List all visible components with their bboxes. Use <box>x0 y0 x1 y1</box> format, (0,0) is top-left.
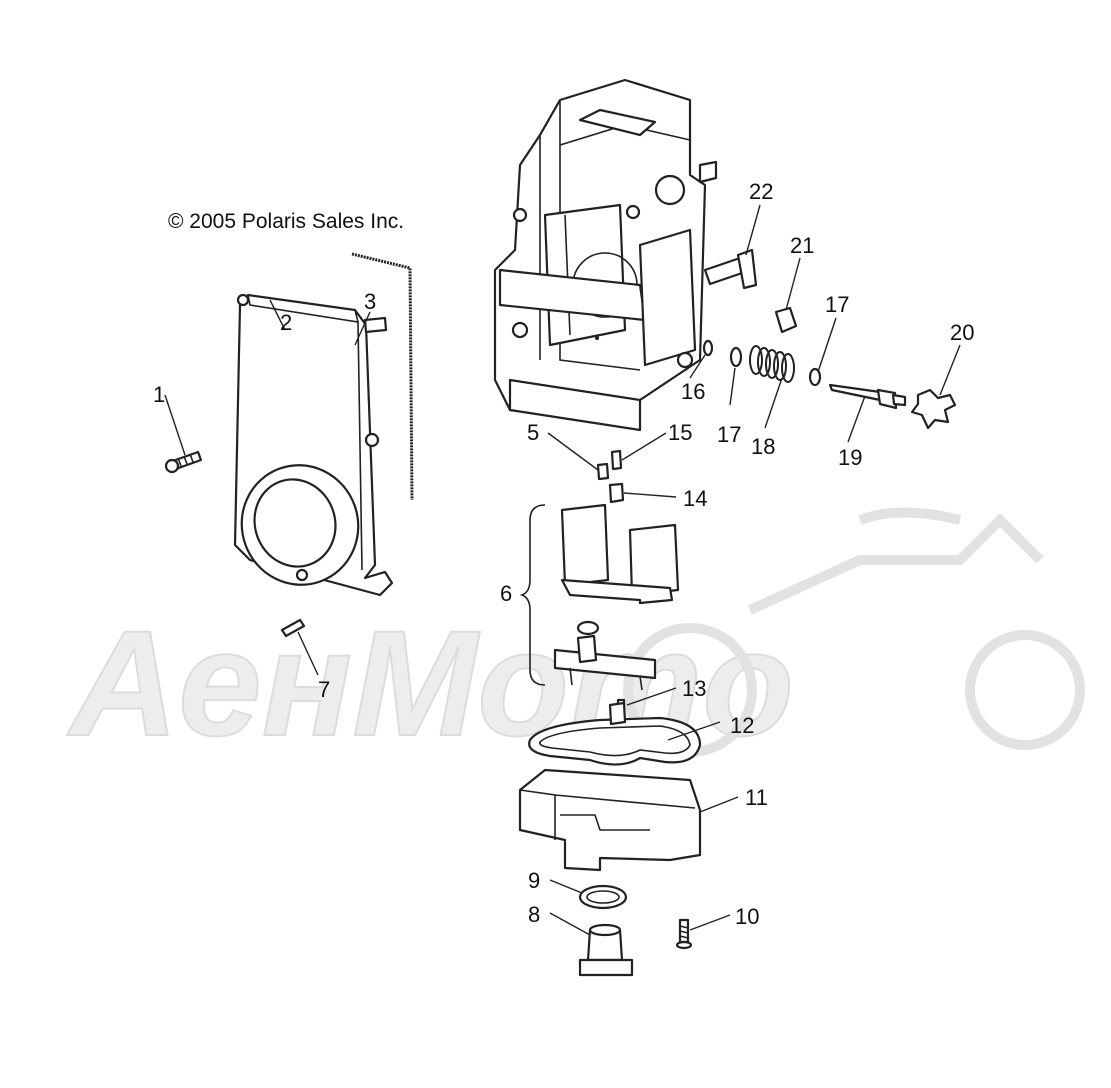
part-7-pin <box>280 618 306 638</box>
part-1-screw <box>164 450 203 474</box>
callout-12: 12 <box>730 713 754 738</box>
callout-17-upper: 17 <box>825 292 849 317</box>
callout-8: 8 <box>528 902 540 927</box>
callout-13: 13 <box>682 676 706 701</box>
watermark: AeнMomo <box>65 507 1085 768</box>
callout-18: 18 <box>751 434 775 459</box>
callout-6: 6 <box>500 581 512 606</box>
copyright-text: © 2005 Polaris Sales Inc. <box>168 210 404 233</box>
callout-14: 14 <box>683 486 707 511</box>
part-5-jet <box>596 462 610 481</box>
part-17-washer-a <box>729 346 743 368</box>
callout-20: 20 <box>950 320 974 345</box>
part-20-knob <box>910 388 957 430</box>
part-11-float-bowl <box>518 768 702 872</box>
part-16-oring <box>702 339 714 357</box>
callout-2: 2 <box>280 310 292 335</box>
callout-9: 9 <box>528 868 540 893</box>
callout-labels: 1 2 3 5 6 7 8 9 10 11 12 13 14 15 16 17 … <box>153 179 974 929</box>
part-17-washer-b <box>808 367 822 387</box>
callout-1: 1 <box>153 382 165 407</box>
part-8-drain-plug <box>578 923 634 977</box>
part-22-elbow <box>703 248 758 290</box>
part-14-jet <box>608 482 625 504</box>
part-10-screw <box>675 918 693 950</box>
part-3-gasket <box>351 252 414 501</box>
part-19-needle <box>828 383 907 410</box>
part-9-oring <box>578 884 628 910</box>
callout-15: 15 <box>668 420 692 445</box>
callout-21: 21 <box>790 233 814 258</box>
callout-10: 10 <box>735 904 759 929</box>
part-2-cover-plate <box>233 293 394 597</box>
callout-11: 11 <box>745 785 768 810</box>
part-21-plug <box>774 306 798 334</box>
part-15-jet <box>610 449 623 471</box>
watermark-motorcycle <box>623 507 1085 757</box>
callout-19: 19 <box>838 445 862 470</box>
part-6-float-assembly <box>519 503 680 691</box>
callout-7: 7 <box>318 677 330 702</box>
part-18-spring <box>749 345 795 383</box>
callout-5: 5 <box>527 420 539 445</box>
callout-17-lower: 17 <box>717 422 741 447</box>
part-12-gasket <box>528 701 702 766</box>
leader-lines <box>164 204 961 936</box>
carburetor-body <box>493 78 718 432</box>
callout-3: 3 <box>364 289 376 314</box>
callout-16: 16 <box>681 379 705 404</box>
callout-22: 22 <box>749 179 773 204</box>
